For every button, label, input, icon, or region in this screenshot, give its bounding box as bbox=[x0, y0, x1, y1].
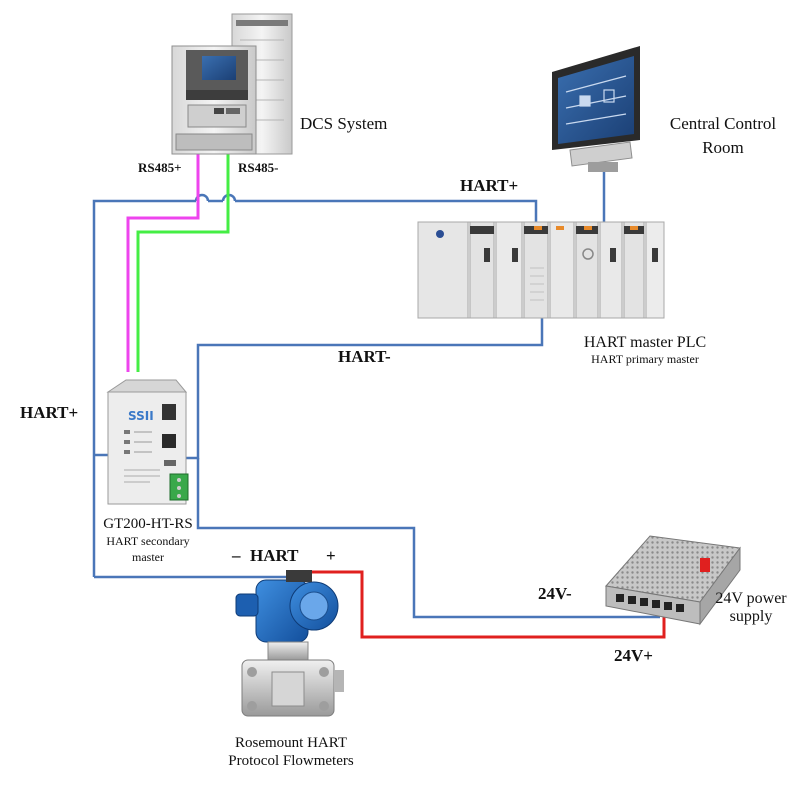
hart-plus-wire-hop-1 bbox=[194, 193, 210, 202]
rs485-minus-wire bbox=[136, 150, 230, 372]
control-room-label: Central Control Room bbox=[652, 112, 794, 160]
power-supply-image bbox=[605, 535, 741, 626]
hart-minus-label: HART- bbox=[338, 347, 391, 366]
gateway-module-image: SSII bbox=[106, 379, 189, 505]
gateway-label-main: GT200-HT-RS bbox=[103, 516, 193, 532]
hart-bottom-minus-wire bbox=[94, 575, 296, 580]
plc-rack-image bbox=[417, 221, 665, 319]
v24-minus-wire bbox=[196, 458, 660, 619]
gateway-label-sub2: master bbox=[132, 550, 164, 564]
gateway-label-sub1: HART secondary bbox=[106, 534, 190, 548]
v24-minus-label: 24V- bbox=[538, 584, 572, 603]
control-room-label-line1: Central Control bbox=[669, 114, 777, 133]
flowmeter-label-line2: Protocol Flowmeters bbox=[228, 753, 354, 769]
plc-label-main: HART master PLC bbox=[583, 334, 707, 351]
plc-label: HART master PLC HART primary master bbox=[550, 334, 740, 367]
hart-bottom-plus-sign: + bbox=[326, 546, 336, 565]
dcs-system-image bbox=[171, 13, 293, 155]
hart-plus-top-label: HART+ bbox=[460, 176, 519, 195]
dcs-system-label: DCS System bbox=[300, 114, 388, 133]
v24-plus-wire bbox=[306, 570, 666, 639]
v24-plus-label: 24V+ bbox=[614, 646, 653, 665]
svg-text:SSII: SSII bbox=[128, 409, 154, 423]
control-room-label-line2: Room bbox=[702, 138, 744, 157]
flowmeter-image bbox=[235, 570, 344, 717]
hart-plus-left-label: HART+ bbox=[20, 403, 79, 422]
flowmeter-label: Rosemount HART Protocol Flowmeters bbox=[196, 734, 386, 770]
hart-bottom-label: HART bbox=[250, 546, 299, 565]
hart-minus-wire bbox=[186, 318, 544, 460]
power-supply-label: 24V power supply bbox=[702, 590, 800, 626]
rs485-minus-label: RS485- bbox=[238, 160, 279, 175]
rs485-plus-wire bbox=[126, 150, 200, 372]
gateway-label: GT200-HT-RS HART secondary master bbox=[86, 516, 210, 565]
rs485-plus-label: RS485+ bbox=[138, 160, 182, 175]
power-supply-label-line1: 24V power bbox=[715, 590, 787, 607]
control-room-monitor-image bbox=[552, 46, 640, 172]
flowmeter-label-line1: Rosemount HART bbox=[234, 735, 348, 751]
hart-bottom-minus-sign: – bbox=[232, 546, 241, 565]
hart-plus-wire-to-plc bbox=[235, 199, 538, 224]
plc-label-sub: HART primary master bbox=[591, 352, 699, 366]
power-supply-label-line2: supply bbox=[729, 608, 773, 625]
hart-plus-wire bbox=[92, 199, 196, 577]
